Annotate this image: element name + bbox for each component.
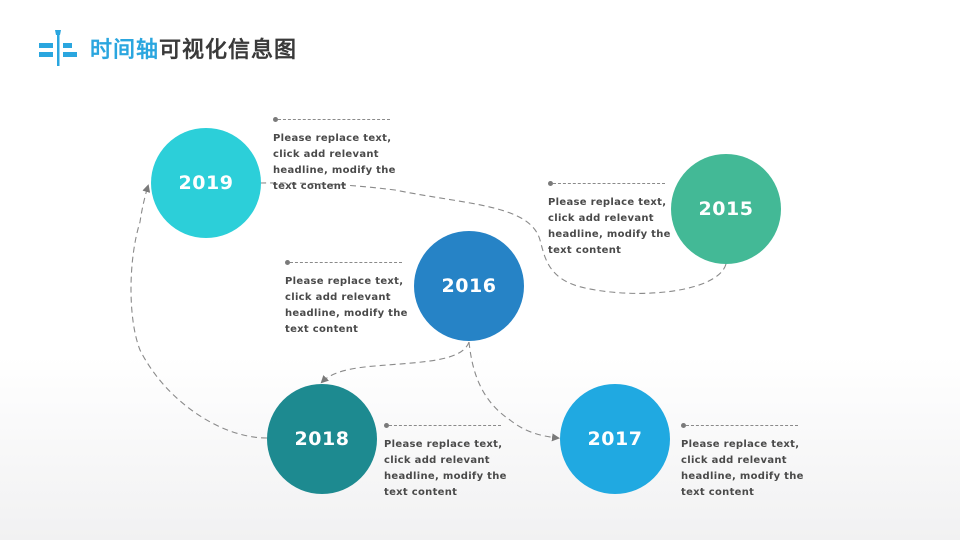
title-rest: 可视化信息图 [159, 38, 298, 63]
year-label: 2016 [441, 275, 497, 297]
year-label: 2018 [294, 428, 350, 450]
year-label: 2017 [587, 428, 643, 450]
timeline-logo-icon [38, 30, 78, 66]
year-node-2018[interactable]: 2018 [267, 384, 377, 494]
connector-2018-2019 [130, 184, 268, 439]
year-node-2015[interactable]: 2015 [671, 154, 781, 264]
description-2016: Please replace text, click add relevant … [285, 260, 410, 338]
year-label: 2015 [698, 198, 754, 220]
leader-line [285, 260, 410, 266]
connector-2016-2018 [320, 341, 470, 384]
page-title: 时间轴可视化信息图 [90, 32, 297, 64]
year-node-2016[interactable]: 2016 [414, 231, 524, 341]
title-accent: 时间轴 [90, 38, 160, 63]
year-node-2017[interactable]: 2017 [560, 384, 670, 494]
header: 时间轴可视化信息图 [38, 30, 297, 66]
description-2015: Please replace text, click add relevant … [548, 181, 673, 259]
connector-2016-2017 [468, 341, 560, 442]
year-node-2019[interactable]: 2019 [151, 128, 261, 238]
description-2018: Please replace text, click add relevant … [384, 423, 509, 501]
leader-line [548, 181, 673, 187]
leader-line [273, 117, 398, 123]
description-2019: Please replace text, click add relevant … [273, 117, 398, 195]
leader-line [384, 423, 509, 429]
leader-line [681, 423, 806, 429]
connector-2015-2019 [250, 178, 727, 294]
year-label: 2019 [178, 172, 234, 194]
description-2017: Please replace text, click add relevant … [681, 423, 806, 501]
